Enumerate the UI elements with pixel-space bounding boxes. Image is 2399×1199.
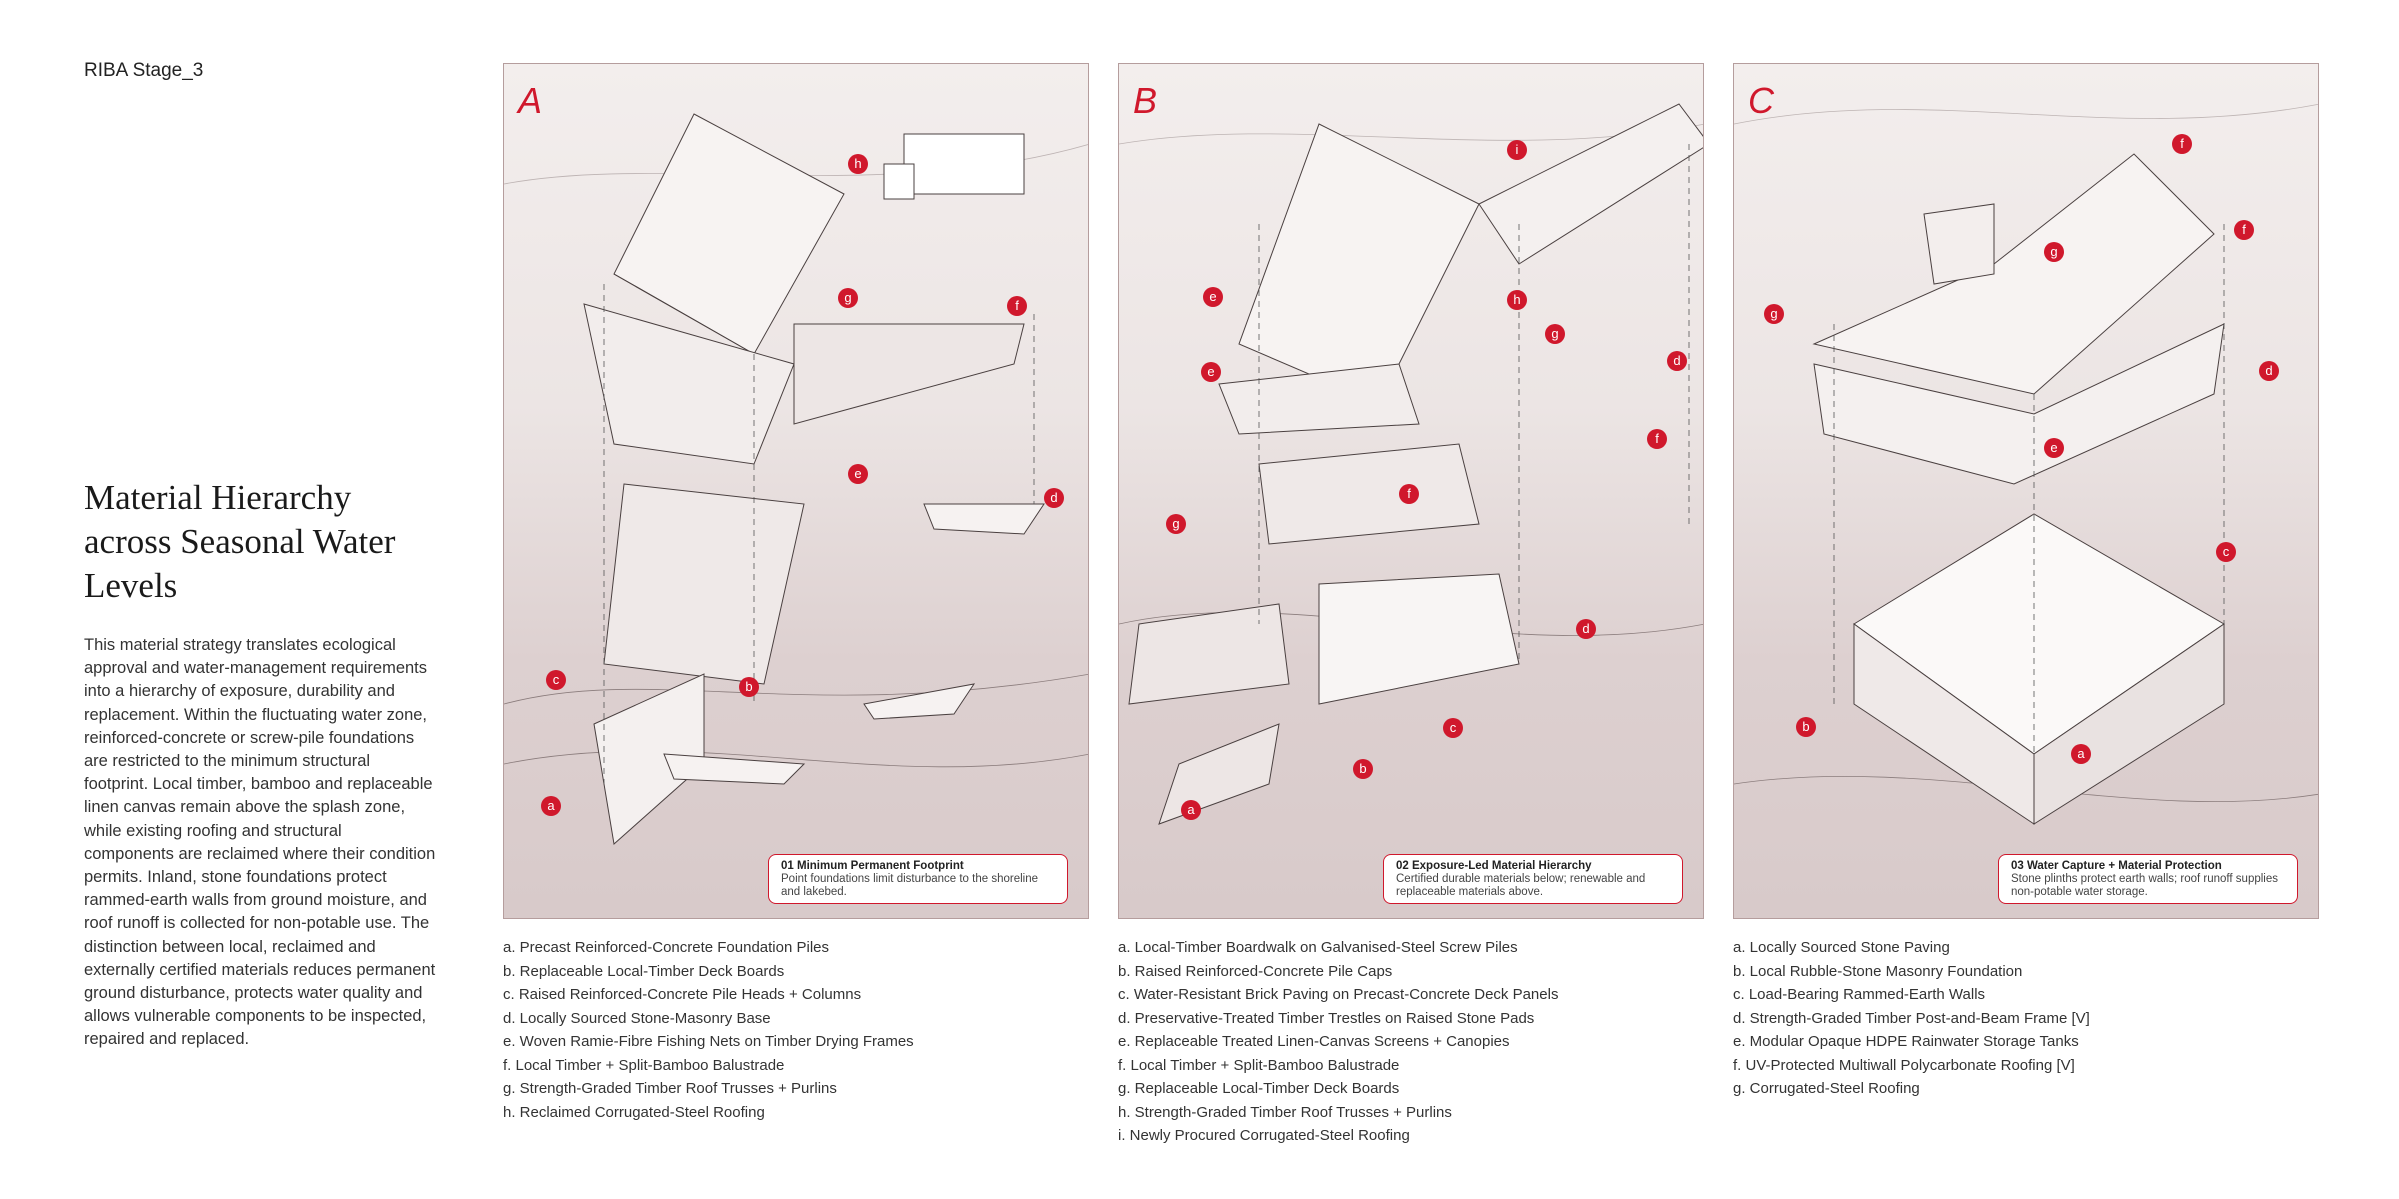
callout-marker: d [1044,488,1064,508]
panel-caption: 01 Minimum Permanent Footprint Point fou… [768,854,1068,904]
legend-item: b. Replaceable Local-Timber Deck Boards [503,962,785,980]
callout-marker: h [848,154,868,174]
legend-item: e. Replaceable Treated Linen-Canvas Scre… [1118,1033,1510,1050]
callout-marker: f [1007,296,1027,316]
stage-label: RIBA Stage_3 [84,60,204,81]
callout-marker: g [1764,304,1784,324]
callout-marker: f [2172,134,2192,154]
legend-item: d. Preservative-Treated Timber Trestles … [1118,1009,1535,1027]
legend-item: c. Load-Bearing Rammed-Earth Walls [1733,986,1986,1003]
caption-text: Certified durable materials below; renew… [1396,873,1646,898]
page-title: Material Hierarchy across Seasonal Water… [84,478,396,605]
callout-marker: e [2044,438,2064,458]
callout-marker: g [838,288,858,308]
callout-marker: d [1576,619,1596,639]
callout-marker: g [1166,514,1186,534]
legend-item: f. Local Timber + Split-Bamboo Balustrad… [503,1056,785,1074]
callout-marker: f [1647,429,1667,449]
legend-item: i. Newly Procured Corrugated-Steel Roofi… [1118,1127,1410,1144]
legend-item: g. Strength-Graded Timber Roof Trusses +… [503,1080,837,1097]
axonometric-drawing-a [504,113,1088,845]
legend-item: a. Locally Sourced Stone Paving [1733,939,1950,956]
callout-marker: c [2216,542,2236,562]
callout-marker: c [1443,718,1463,738]
caption-title: 03 Water Capture + Material Protection [2011,860,2222,872]
legend-b: a. Local-Timber Boardwalk on Galvanised-… [1118,936,1678,1148]
legend-a: a. Precast Reinforced-Concrete Foundatio… [503,936,1063,1124]
callout-marker: f [2234,220,2254,240]
callout-marker: d [2259,361,2279,381]
callout-marker: g [2044,242,2064,262]
caption-text: Stone plinths protect earth walls; roof … [2011,873,2278,898]
legend-item: c. Water-Resistant Brick Paving on Preca… [1118,986,1559,1003]
callout-marker: a [1181,800,1201,820]
callout-marker: g [1545,324,1565,344]
legend-item: e. Woven Ramie-Fibre Fishing Nets on Tim… [503,1033,914,1050]
legend-item: d. Locally Sourced Stone-Masonry Base [503,1009,771,1027]
callout-marker: a [541,796,561,816]
caption-text: Point foundations limit disturbance to t… [781,873,1038,898]
intro-paragraph: This material strategy translates ecolog… [84,636,436,1049]
panel-b: B i e h g d e f f g d c b a 02 Exposure-… [1118,63,1704,919]
legend-item: h. Strength-Graded Timber Roof Trusses +… [1118,1103,1452,1121]
axonometric-drawing-c [1734,103,2318,825]
legend-item: b. Raised Reinforced-Concrete Pile Caps [1118,962,1393,980]
legend-item: f. Local Timber + Split-Bamboo Balustrad… [1118,1056,1400,1074]
caption-title: 01 Minimum Permanent Footprint [781,860,964,872]
callout-marker: b [1353,759,1373,779]
legend-item: c. Raised Reinforced-Concrete Pile Heads… [503,986,862,1003]
panel-c: C f f g g d e c b a 03 Water Capture + M… [1733,63,2319,919]
callout-marker: a [2071,744,2091,764]
legend-item: d. Strength-Graded Timber Post-and-Beam … [1733,1009,2090,1027]
legend-c: a. Locally Sourced Stone Paving b. Local… [1733,936,2293,1101]
callout-marker: b [1796,717,1816,737]
legend-item: b. Local Rubble-Stone Masonry Foundation [1733,962,2023,980]
callout-marker: e [1203,287,1223,307]
legend-item: a. Local-Timber Boardwalk on Galvanised-… [1118,939,1518,956]
callout-marker: h [1507,290,1527,310]
panel-a: A h g f e d c b a 01 Minimum Permanent F… [503,63,1089,919]
panel-letter: A [518,80,543,121]
callout-marker: e [848,464,868,484]
legend-item: a. Precast Reinforced-Concrete Foundatio… [503,939,830,956]
panel-caption: 02 Exposure-Led Material Hierarchy Certi… [1383,854,1683,904]
panel-letter: C [1748,80,1774,121]
panel-letter: B [1133,80,1158,121]
callout-marker: b [739,677,759,697]
caption-title: 02 Exposure-Led Material Hierarchy [1396,860,1592,872]
callout-marker: f [1399,484,1419,504]
legend-item: g. Replaceable Local-Timber Deck Boards [1118,1080,1400,1097]
axonometric-drawing-b [1119,103,1703,825]
legend-item: h. Reclaimed Corrugated-Steel Roofing [503,1103,765,1121]
callout-marker: e [1201,362,1221,382]
panel-caption: 03 Water Capture + Material Protection S… [1998,854,2298,904]
legend-item: e. Modular Opaque HDPE Rainwater Storage… [1733,1033,2079,1050]
callout-marker: d [1667,351,1687,371]
callout-marker: i [1507,140,1527,160]
legend-item: g. Corrugated-Steel Roofing [1733,1080,1920,1097]
legend-item: f. UV-Protected Multiwall Polycarbonate … [1733,1056,2075,1074]
callout-marker: c [546,670,566,690]
